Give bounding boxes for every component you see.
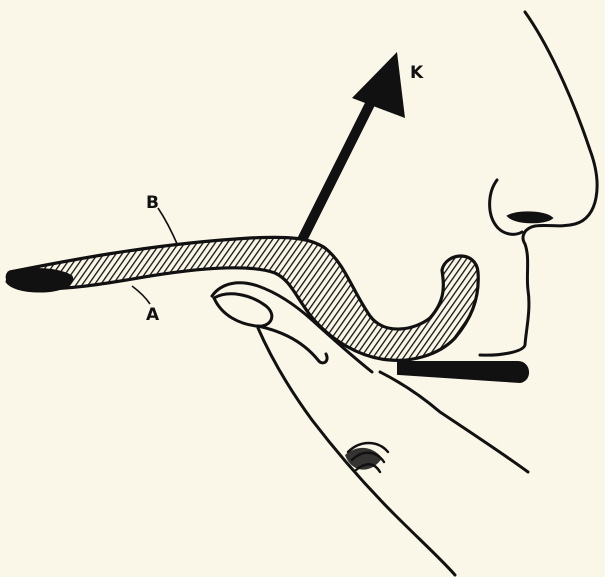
instrument-tip [6,269,73,292]
nose-wing [490,180,522,234]
label-b-leader [158,208,178,246]
thumb-knuckle [258,326,327,363]
nostril [508,212,552,222]
label-b: B [146,193,159,213]
instrument-bar [398,362,528,382]
face-profile [480,12,597,355]
direction-arrow-shaft [298,82,381,248]
direction-arrow-head [352,52,405,118]
thumbnail [214,294,272,326]
label-a-leader [132,286,150,304]
finger-lower-edge [380,372,528,472]
label-a: A [146,305,160,325]
instrument-tube [7,237,478,360]
label-k: K [410,63,424,83]
